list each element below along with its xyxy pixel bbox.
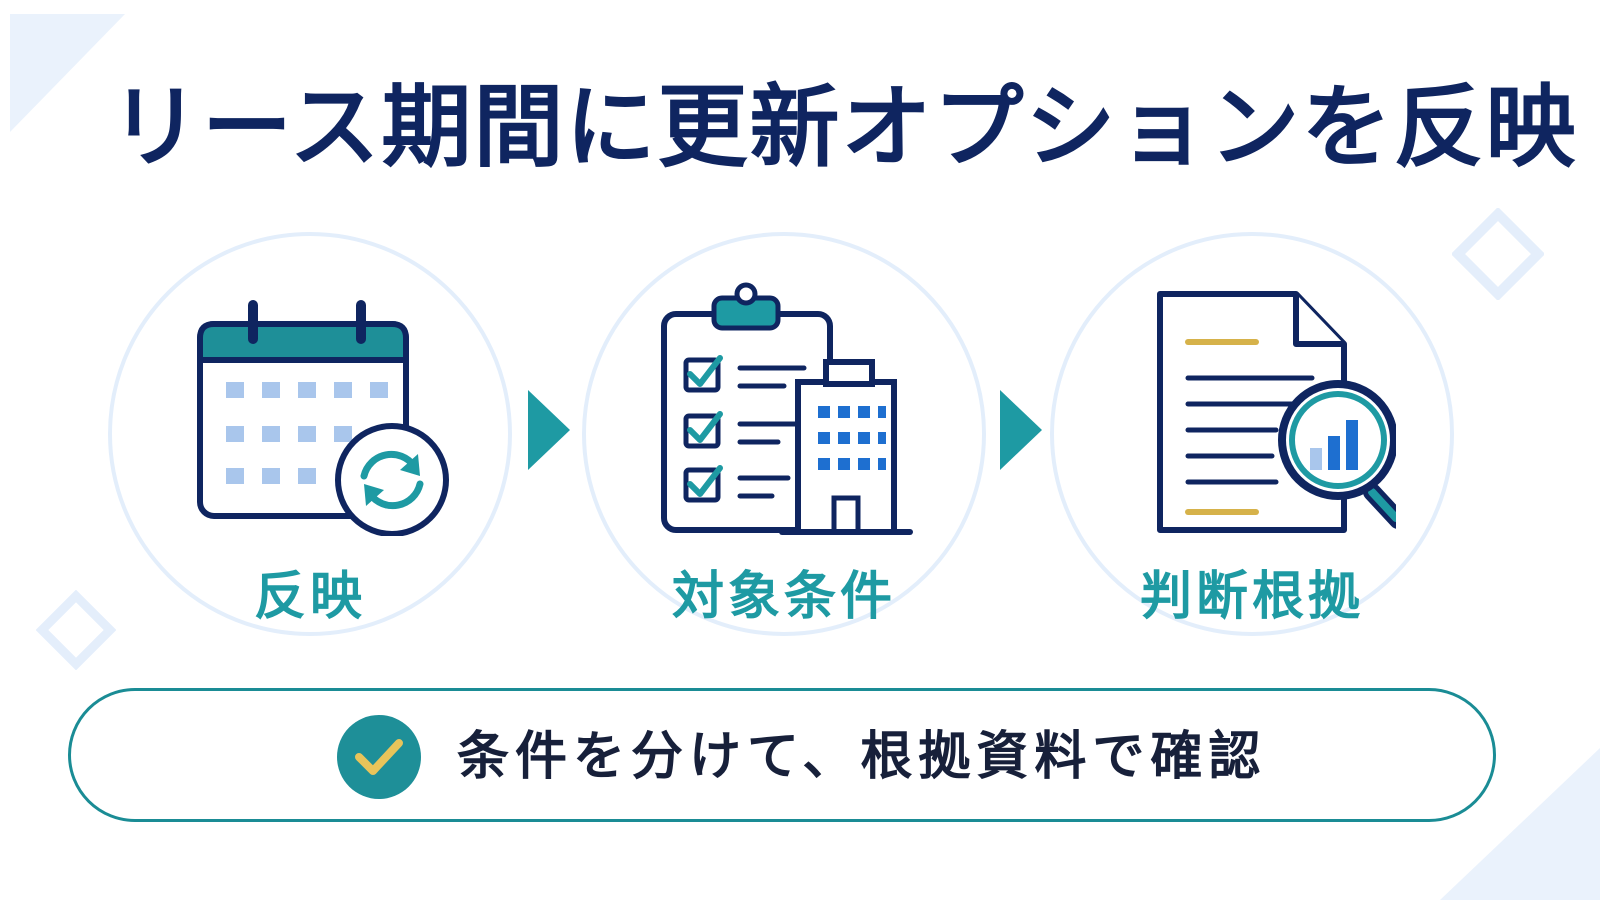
- diamond-deco-right: [1452, 208, 1544, 300]
- step-decision-basis: 判断根拠: [1050, 232, 1454, 636]
- check-circle-icon: [337, 715, 421, 799]
- calendar-refresh-icon: [197, 300, 449, 536]
- banner-text: 条件を分けて、根拠資料で確認: [457, 727, 1267, 787]
- step-reflect: 反映: [108, 232, 512, 636]
- arrow-right-icon: [1000, 390, 1042, 470]
- step-label-target-conditions: 対象条件: [671, 567, 896, 627]
- step-label-decision-basis: 判断根拠: [1139, 567, 1364, 627]
- clipboard-building-icon: [661, 282, 913, 535]
- arrow-right-icon: [528, 390, 570, 470]
- step-target-conditions: 対象条件: [582, 232, 986, 636]
- summary-banner: 条件を分けて、根拠資料で確認: [68, 688, 1496, 822]
- document-magnifier-icon: [1157, 291, 1396, 533]
- diamond-deco-left: [36, 590, 116, 670]
- corner-triangle-top-left: [10, 14, 125, 132]
- page-title: リース期間に更新オプションを反映: [110, 75, 1578, 180]
- step-label-reflect: 反映: [253, 567, 366, 627]
- corner-triangle-bottom-right: [1440, 748, 1600, 900]
